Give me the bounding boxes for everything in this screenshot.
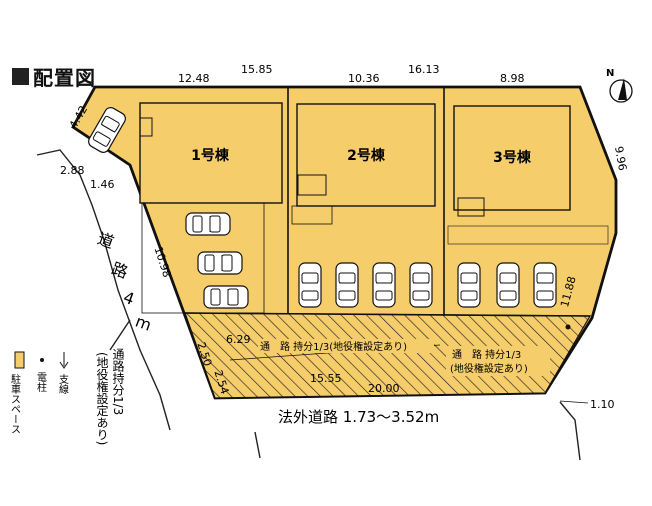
road-char: 4 — [121, 287, 137, 308]
compass-label: N — [606, 68, 614, 79]
shared-passage-1-label: 通 路 持分1/3(地役権設定あり) — [260, 340, 407, 353]
legend-parking-swatch — [14, 351, 25, 369]
car-icon — [372, 262, 396, 308]
vertical-passage-col1: 通路持分1/3 — [111, 348, 125, 416]
building-1: 1号棟 — [139, 102, 283, 314]
dim-label: 10.36 — [348, 72, 380, 85]
shared-passage-2-line2: (地役権設定あり) — [450, 362, 528, 375]
dim-label: 2.88 — [60, 164, 85, 177]
legend: 駐車スペース 電柱 支線 — [9, 351, 69, 434]
vertical-passage-col2: (地役権設定あり) — [95, 352, 109, 445]
building-1-label: 1号棟 — [191, 147, 230, 164]
road-char: 路 — [109, 259, 131, 282]
road-char: m — [133, 311, 154, 334]
dim-label: 1.10 — [590, 398, 615, 411]
dim-label: 15.85 — [241, 63, 273, 76]
road-char: 道 — [95, 229, 117, 252]
building-3: 3号棟 — [447, 105, 609, 245]
dim-label: 1.46 — [90, 178, 115, 191]
dim-label: 15.55 — [310, 372, 342, 385]
pole-marker-icon — [565, 324, 571, 330]
dim-label: 6.29 — [226, 333, 251, 346]
dim-label: 12.48 — [178, 72, 210, 85]
legend-guy-wire-icon — [59, 352, 69, 369]
car-icon — [298, 262, 322, 308]
road-lines — [36, 149, 581, 461]
building-2-label: 2号棟 — [347, 147, 386, 164]
building-3-label: 3号棟 — [493, 149, 532, 166]
car-icon — [203, 285, 249, 309]
car-icon — [185, 212, 231, 236]
car-icon — [409, 262, 433, 308]
dimension-labels: 12.48 15.85 10.36 16.13 8.98 4.42 2.88 1… — [60, 63, 629, 411]
dim-label: 20.00 — [368, 382, 400, 395]
dim-label: 8.98 — [500, 72, 525, 85]
car-icon — [335, 262, 359, 308]
car-icon — [496, 262, 520, 308]
legend-pole-icon — [40, 358, 44, 362]
legend-guy-wire-label: 支線 — [57, 374, 69, 394]
dim-label: 9.96 — [612, 145, 629, 171]
title-square-icon — [12, 68, 29, 85]
left-road-label: 道 路 4 m — [95, 229, 154, 335]
car-icon — [457, 262, 481, 308]
bottom-road-label: 法外道路 1.73～3.52m — [278, 408, 439, 426]
page-title: 配置図 — [12, 62, 96, 91]
title-text: 配置図 — [33, 66, 96, 90]
dim-label: 16.13 — [408, 63, 440, 76]
compass: N — [606, 68, 633, 103]
car-icon — [197, 251, 243, 275]
legend-parking-label: 駐車スペース — [9, 373, 21, 434]
passage-labels: 通 路 持分1/3(地役権設定あり) 通 路 持分1/3 (地役権設定あり) — [258, 339, 550, 376]
building-2: 2号棟 — [291, 103, 436, 225]
vertical-passage-label: 通路持分1/3 (地役権設定あり) — [95, 348, 125, 446]
legend-pole-label: 電柱 — [35, 372, 47, 393]
compass-circle-icon — [609, 79, 633, 103]
shared-passage-2-line1: 通 路 持分1/3 — [452, 348, 521, 361]
compass-needle-icon — [618, 78, 627, 100]
car-icon — [533, 262, 557, 308]
